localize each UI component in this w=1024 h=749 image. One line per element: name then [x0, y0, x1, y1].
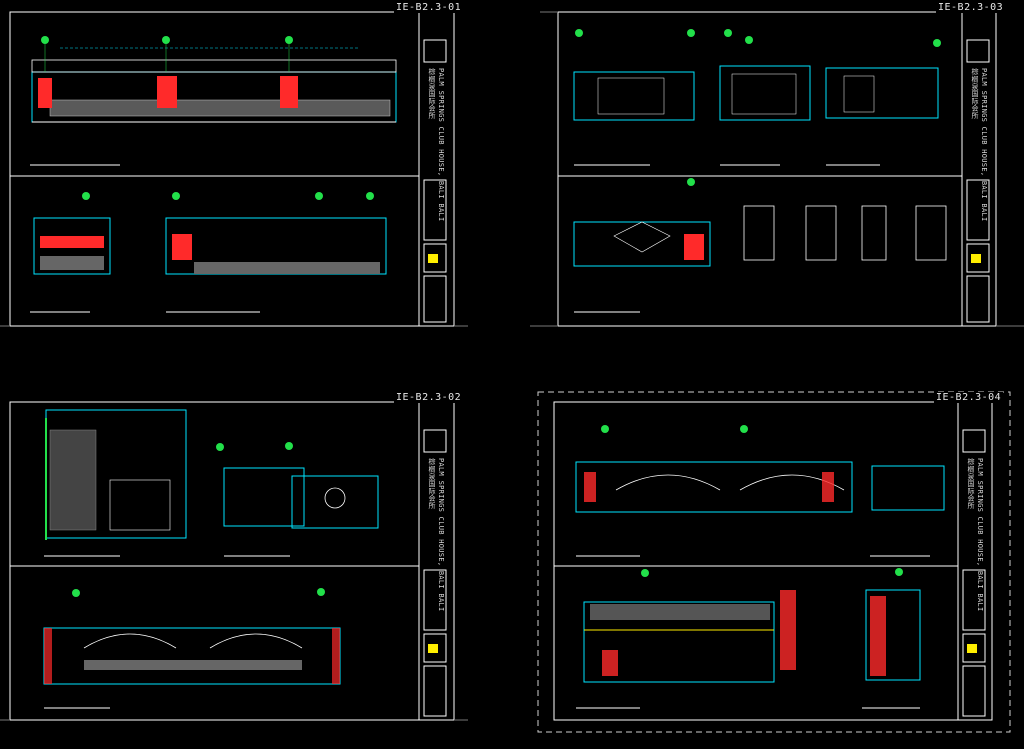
tl-elevation-2	[30, 192, 111, 313]
project-name-cn-bottom-right: 棕榈泉国际会所	[967, 458, 975, 510]
project-name-en-bottom-right: PALM SPRINGS CLUB HOUSE, BALI BALI	[976, 458, 984, 612]
sheet-number-top-left: IE-B2.3-01	[394, 2, 464, 13]
project-name-cn-bottom-left: 棕榈泉国际会所	[428, 458, 436, 510]
sheet-number-top-right: IE-B2.3-03	[936, 2, 1006, 13]
tl-elevation-3	[165, 192, 387, 313]
sheet-frame-bottom-right	[537, 391, 1011, 733]
bl-elevation-2	[43, 588, 341, 709]
sheet-frame-bottom-left	[9, 401, 455, 721]
bl-elevation-1	[216, 442, 379, 557]
project-name-cn-top-left: 棕榈泉国际会所	[428, 68, 436, 120]
project-name-en-bottom-left: PALM SPRINGS CLUB HOUSE, BALI BALI	[437, 458, 445, 612]
project-name-en-top-right: PALM SPRINGS CLUB HOUSE, BALI BALI	[980, 68, 988, 222]
title-blocks	[423, 39, 990, 717]
tr-elevation-1	[573, 29, 941, 166]
project-name-cn-top-right: 棕榈泉国际会所	[971, 68, 979, 120]
sheet-number-bottom-right: IE-B2.3-04	[934, 392, 1004, 403]
br-elevation-2	[576, 568, 921, 709]
tr-elevation-2	[573, 178, 947, 313]
paper-edge-lines	[0, 11, 1024, 721]
title-block-yellow-marks	[428, 254, 981, 653]
sheet-number-bottom-left: IE-B2.3-02	[394, 392, 464, 403]
br-elevation-1	[575, 425, 945, 557]
tl-elevation-1	[30, 36, 397, 166]
bl-plan	[44, 409, 187, 557]
sheet-frame-top-right	[557, 11, 997, 327]
project-name-en-top-left: PALM SPRINGS CLUB HOUSE, BALI BALI	[437, 68, 445, 222]
sheet-frame-top-left	[9, 11, 455, 327]
